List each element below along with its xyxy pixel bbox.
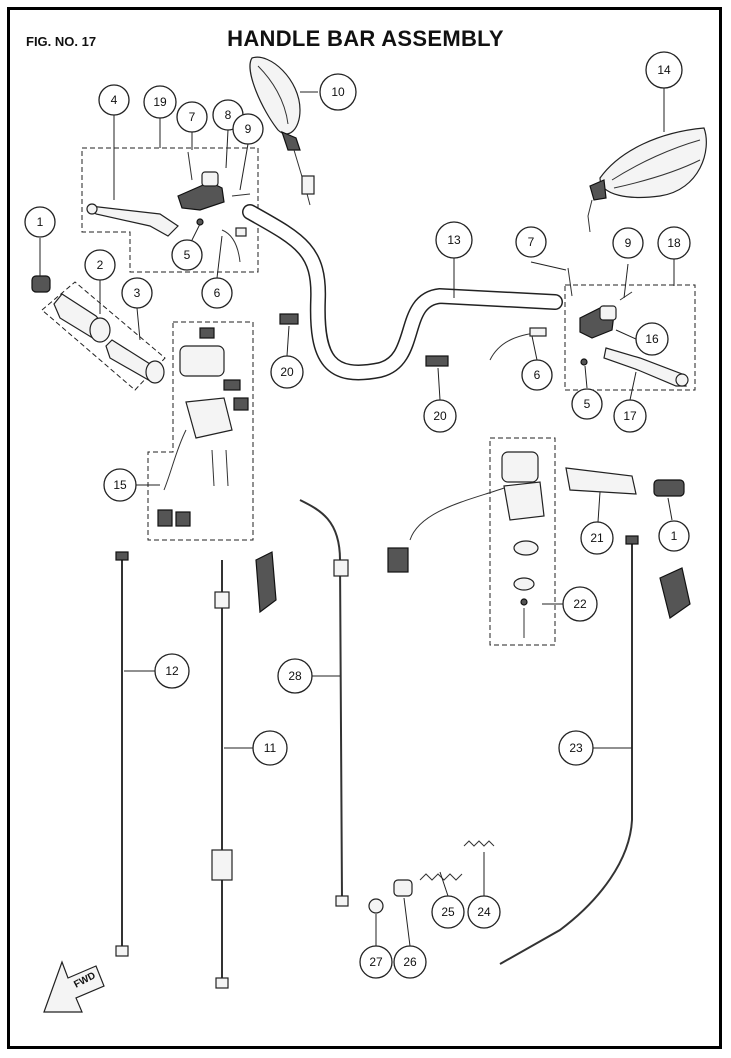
callout-13: 13	[435, 221, 473, 259]
left-mirror	[249, 56, 315, 206]
callout-14: 14	[645, 51, 683, 89]
callout-23: 23	[558, 730, 594, 766]
right-handle-switch	[387, 451, 545, 638]
callout-9-right: 9	[612, 227, 644, 259]
group-box-right-switch	[489, 437, 556, 646]
callout-2: 2	[84, 249, 116, 281]
cable-28	[299, 499, 349, 907]
callout-12: 12	[154, 653, 190, 689]
group-box-right-lever	[564, 284, 696, 391]
callout-9-left: 9	[232, 113, 264, 145]
svg-text:1: 1	[37, 215, 44, 229]
cable-11	[211, 560, 233, 989]
callout-24: 24	[467, 895, 501, 929]
svg-text:26: 26	[403, 955, 417, 969]
svg-text:9: 9	[245, 122, 252, 136]
page-title: HANDLE BAR ASSEMBLY	[0, 26, 731, 52]
svg-text:5: 5	[584, 397, 591, 411]
left-clutch-lever-assembly	[86, 151, 251, 263]
callout-5-right: 5	[571, 388, 603, 420]
callout-16: 16	[635, 322, 669, 356]
svg-text:2: 2	[97, 258, 104, 272]
svg-text:24: 24	[477, 905, 491, 919]
callout-20-left: 20	[270, 355, 304, 389]
callout-22: 22	[562, 586, 598, 622]
svg-text:5: 5	[184, 248, 191, 262]
svg-text:25: 25	[441, 905, 455, 919]
callout-21: 21	[580, 521, 614, 555]
cable-12	[115, 551, 129, 957]
callout-15: 15	[103, 468, 137, 502]
diagram-frame	[7, 7, 722, 1049]
callout-1-left: 1	[24, 206, 56, 238]
svg-text:27: 27	[369, 955, 383, 969]
figure-number: FIG. NO. 17	[26, 34, 97, 49]
cable-23	[499, 535, 639, 965]
callout-6-right: 6	[521, 359, 553, 391]
svg-text:20: 20	[280, 365, 294, 379]
callout-7-right: 7	[515, 226, 547, 258]
spring-25	[419, 873, 463, 881]
svg-text:28: 28	[288, 669, 302, 683]
callout-10: 10	[319, 73, 357, 111]
part-26	[393, 879, 413, 897]
svg-text:3: 3	[134, 286, 141, 300]
callout-17: 17	[613, 399, 647, 433]
svg-text:14: 14	[657, 63, 671, 77]
clamp-left	[279, 313, 299, 325]
svg-text:19: 19	[153, 95, 167, 109]
svg-text:4: 4	[111, 93, 118, 107]
group-box-grip	[41, 281, 166, 391]
svg-text:6: 6	[534, 368, 541, 382]
svg-text:10: 10	[331, 85, 345, 99]
svg-text:18: 18	[667, 236, 681, 250]
left-handle-switch	[157, 327, 249, 527]
svg-text:15: 15	[113, 478, 127, 492]
svg-text:11: 11	[264, 741, 277, 755]
svg-text:1: 1	[671, 529, 678, 543]
callout-7-left: 7	[176, 101, 208, 133]
callout-4: 4	[98, 84, 130, 116]
callout-3: 3	[121, 277, 153, 309]
right-brake-lever-assembly	[489, 267, 689, 387]
clamp-right	[425, 355, 449, 367]
callout-1-right: 1	[658, 520, 690, 552]
callout-6-left: 6	[201, 277, 233, 309]
left-grip-parts	[31, 275, 165, 384]
callout-19: 19	[143, 85, 177, 119]
svg-text:21: 21	[590, 531, 604, 545]
svg-text:20: 20	[433, 409, 447, 423]
callout-25: 25	[431, 895, 465, 929]
left-switch-cover	[255, 551, 277, 614]
callout-20-right: 20	[423, 399, 457, 433]
svg-text:7: 7	[528, 235, 535, 249]
svg-text:16: 16	[645, 332, 659, 346]
callout-28: 28	[277, 658, 313, 694]
svg-text:23: 23	[569, 741, 583, 755]
right-switch-cover	[659, 567, 691, 619]
svg-text:6: 6	[214, 286, 221, 300]
svg-text:12: 12	[165, 664, 179, 678]
right-grip	[565, 467, 685, 497]
title-text: HANDLE BAR ASSEMBLY	[227, 26, 504, 51]
fwd-arrow: FWD	[43, 960, 105, 1013]
callout-27: 27	[359, 945, 393, 979]
callout-18: 18	[657, 226, 691, 260]
callout-26: 26	[393, 945, 427, 979]
group-box-left-lever	[81, 147, 259, 273]
right-mirror	[587, 127, 707, 233]
svg-text:17: 17	[623, 409, 637, 423]
part-27	[368, 898, 384, 914]
group-box-left-switch	[147, 321, 254, 541]
callout-5-left: 5	[171, 239, 203, 271]
spring-24	[463, 840, 495, 847]
svg-text:7: 7	[189, 110, 196, 124]
svg-text:13: 13	[447, 233, 461, 247]
svg-text:9: 9	[625, 236, 632, 250]
svg-text:8: 8	[225, 108, 232, 122]
callout-11: 11	[252, 730, 288, 766]
svg-text:22: 22	[573, 597, 587, 611]
